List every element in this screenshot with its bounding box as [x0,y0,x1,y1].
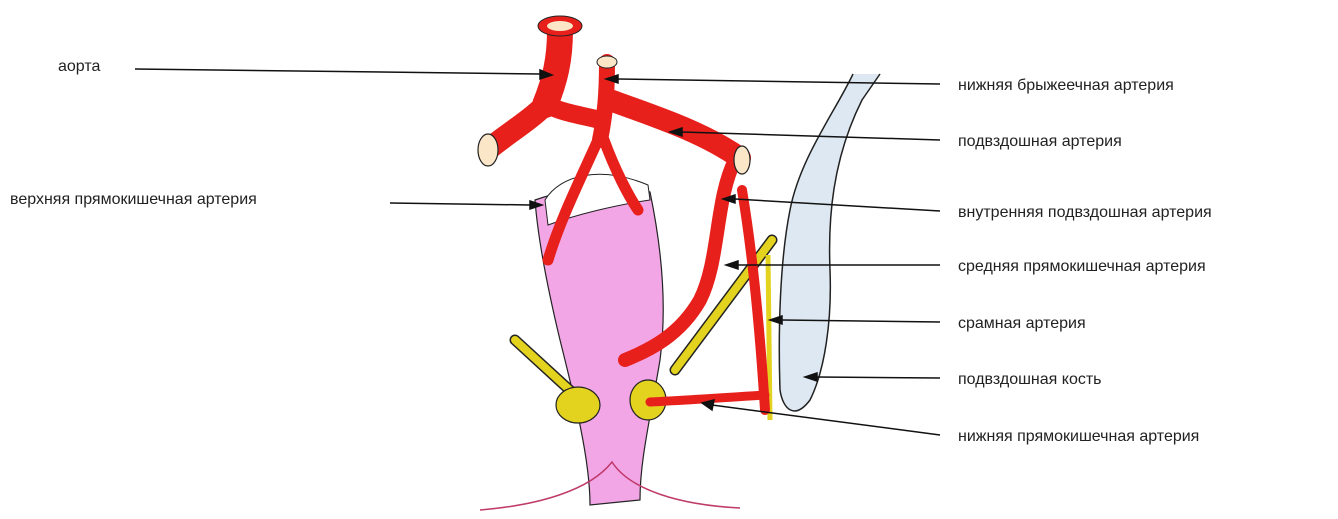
label-aorta: аорта [58,58,100,76]
label-inferior-mesenteric: нижняя брыжеечная артерия [958,77,1174,95]
arrow-middle-rectal [726,261,738,269]
right-iliac-lumen [734,146,750,174]
label-superior-rectal: верхняя прямокишечная артерия [10,191,257,209]
pudendal-vessel [742,190,765,410]
iliac-bone-shape [779,74,880,411]
aorta-left-branch [490,105,545,148]
label-pudendal: срамная артерия [958,315,1086,333]
inferior-mesenteric-vessel [600,62,607,140]
leader-bone [817,377,940,378]
label-internal-iliac: внутренняя подвздошная артерия [958,204,1212,222]
nerve-ganglion-left [556,387,600,423]
aorta-vessel [545,30,560,105]
leader-superior-rectal [390,203,530,205]
aorta-lumen-inner [547,21,573,31]
leader-inferior-rectal [712,405,940,435]
label-middle-rectal: средняя прямокишечная артерия [958,258,1206,276]
aorta-right-branch [548,105,600,120]
left-iliac-lumen [478,134,498,166]
label-iliac-artery: подвздошная артерия [958,133,1122,151]
leader-internal-iliac [735,199,940,211]
label-iliac-bone: подвздошная кость [958,371,1102,389]
leader-aorta [135,69,540,74]
mesenteric-lumen [597,56,617,68]
arrow-pudendal [770,316,782,324]
leader-mesenteric [618,79,940,84]
iliac-artery-vessel [610,100,740,158]
label-inferior-rectal: нижняя прямокишечная артерия [958,428,1199,446]
